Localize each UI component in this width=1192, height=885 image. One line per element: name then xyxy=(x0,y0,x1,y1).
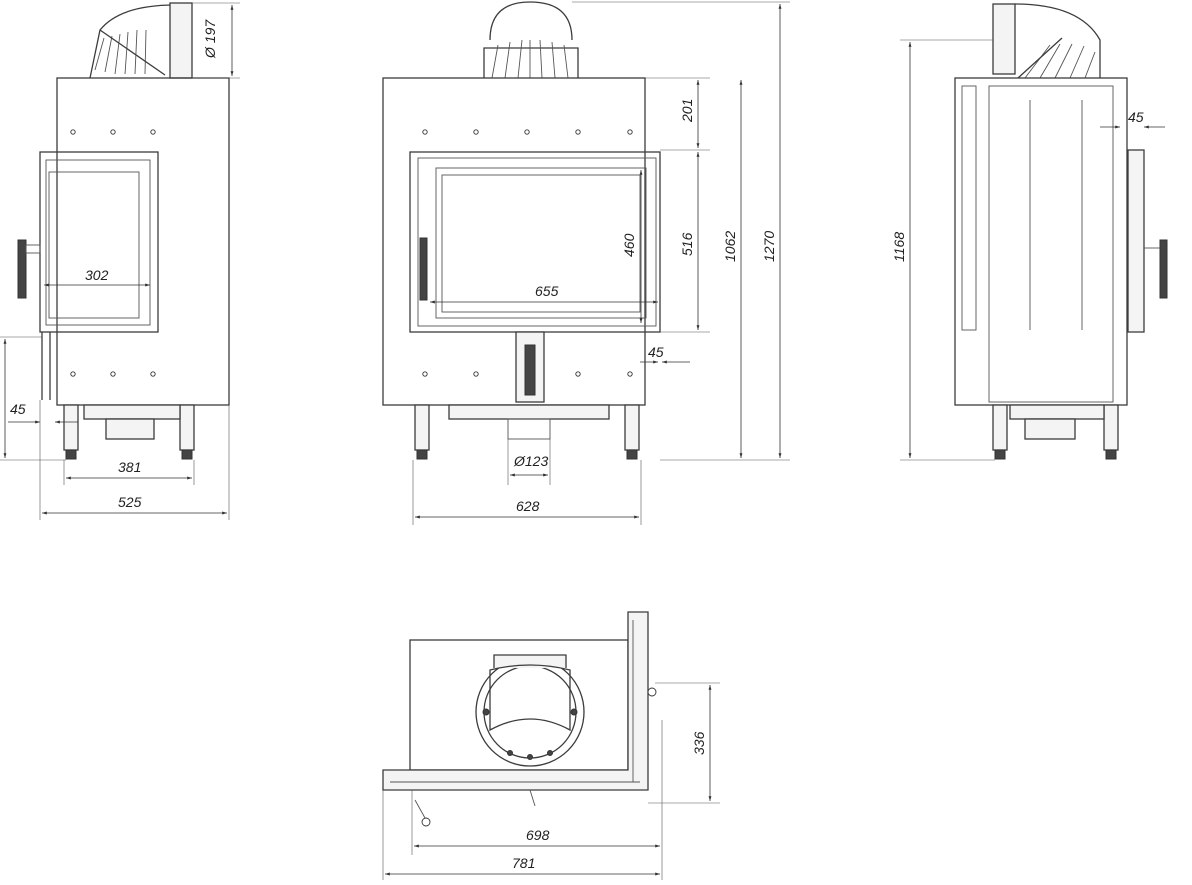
stove-body xyxy=(56,77,230,406)
door-offset-label: 45 xyxy=(648,344,664,360)
flue-top xyxy=(483,1,579,79)
top-flue-ring xyxy=(475,654,585,767)
total-width-left-label: 525 xyxy=(118,494,142,510)
top-body-width-label: 698 xyxy=(526,827,550,843)
glass-width-label: 655 xyxy=(535,283,559,299)
top-view: 336 698 781 xyxy=(382,611,720,880)
top-total-width-label: 781 xyxy=(512,855,535,871)
flue-height-label: 1168 xyxy=(891,232,907,262)
top-depth-label: 336 xyxy=(691,731,707,755)
flue-elbow xyxy=(89,2,193,79)
door-height-label: 516 xyxy=(679,232,695,256)
door-glass-width-label: 302 xyxy=(85,267,109,283)
body-height-label: 1062 xyxy=(722,231,738,262)
door-frame xyxy=(39,151,159,333)
body-bolts xyxy=(70,129,156,377)
side-flue xyxy=(992,3,1101,79)
total-height-label: 1270 xyxy=(761,231,777,262)
front-view: 201 516 460 655 1062 1270 45 Ø123 6 xyxy=(382,1,790,525)
front-bolts xyxy=(422,129,633,377)
leg-spacing-label: 381 xyxy=(118,459,141,475)
top-to-door-label: 201 xyxy=(679,99,695,123)
door-handle xyxy=(17,239,41,299)
glass-height-label: 460 xyxy=(621,233,637,257)
side-door-depth-label: 45 xyxy=(1128,109,1144,125)
total-width-front-label: 628 xyxy=(516,498,540,514)
side-view: 1168 45 xyxy=(891,3,1168,461)
flue-diameter-label: Ø 197 xyxy=(202,19,218,59)
air-inlet-diameter-label: Ø123 xyxy=(513,453,548,469)
door-offset-left-label: 45 xyxy=(10,401,26,417)
front-left-view: Ø 197 302 45 381 525 xyxy=(0,2,240,520)
